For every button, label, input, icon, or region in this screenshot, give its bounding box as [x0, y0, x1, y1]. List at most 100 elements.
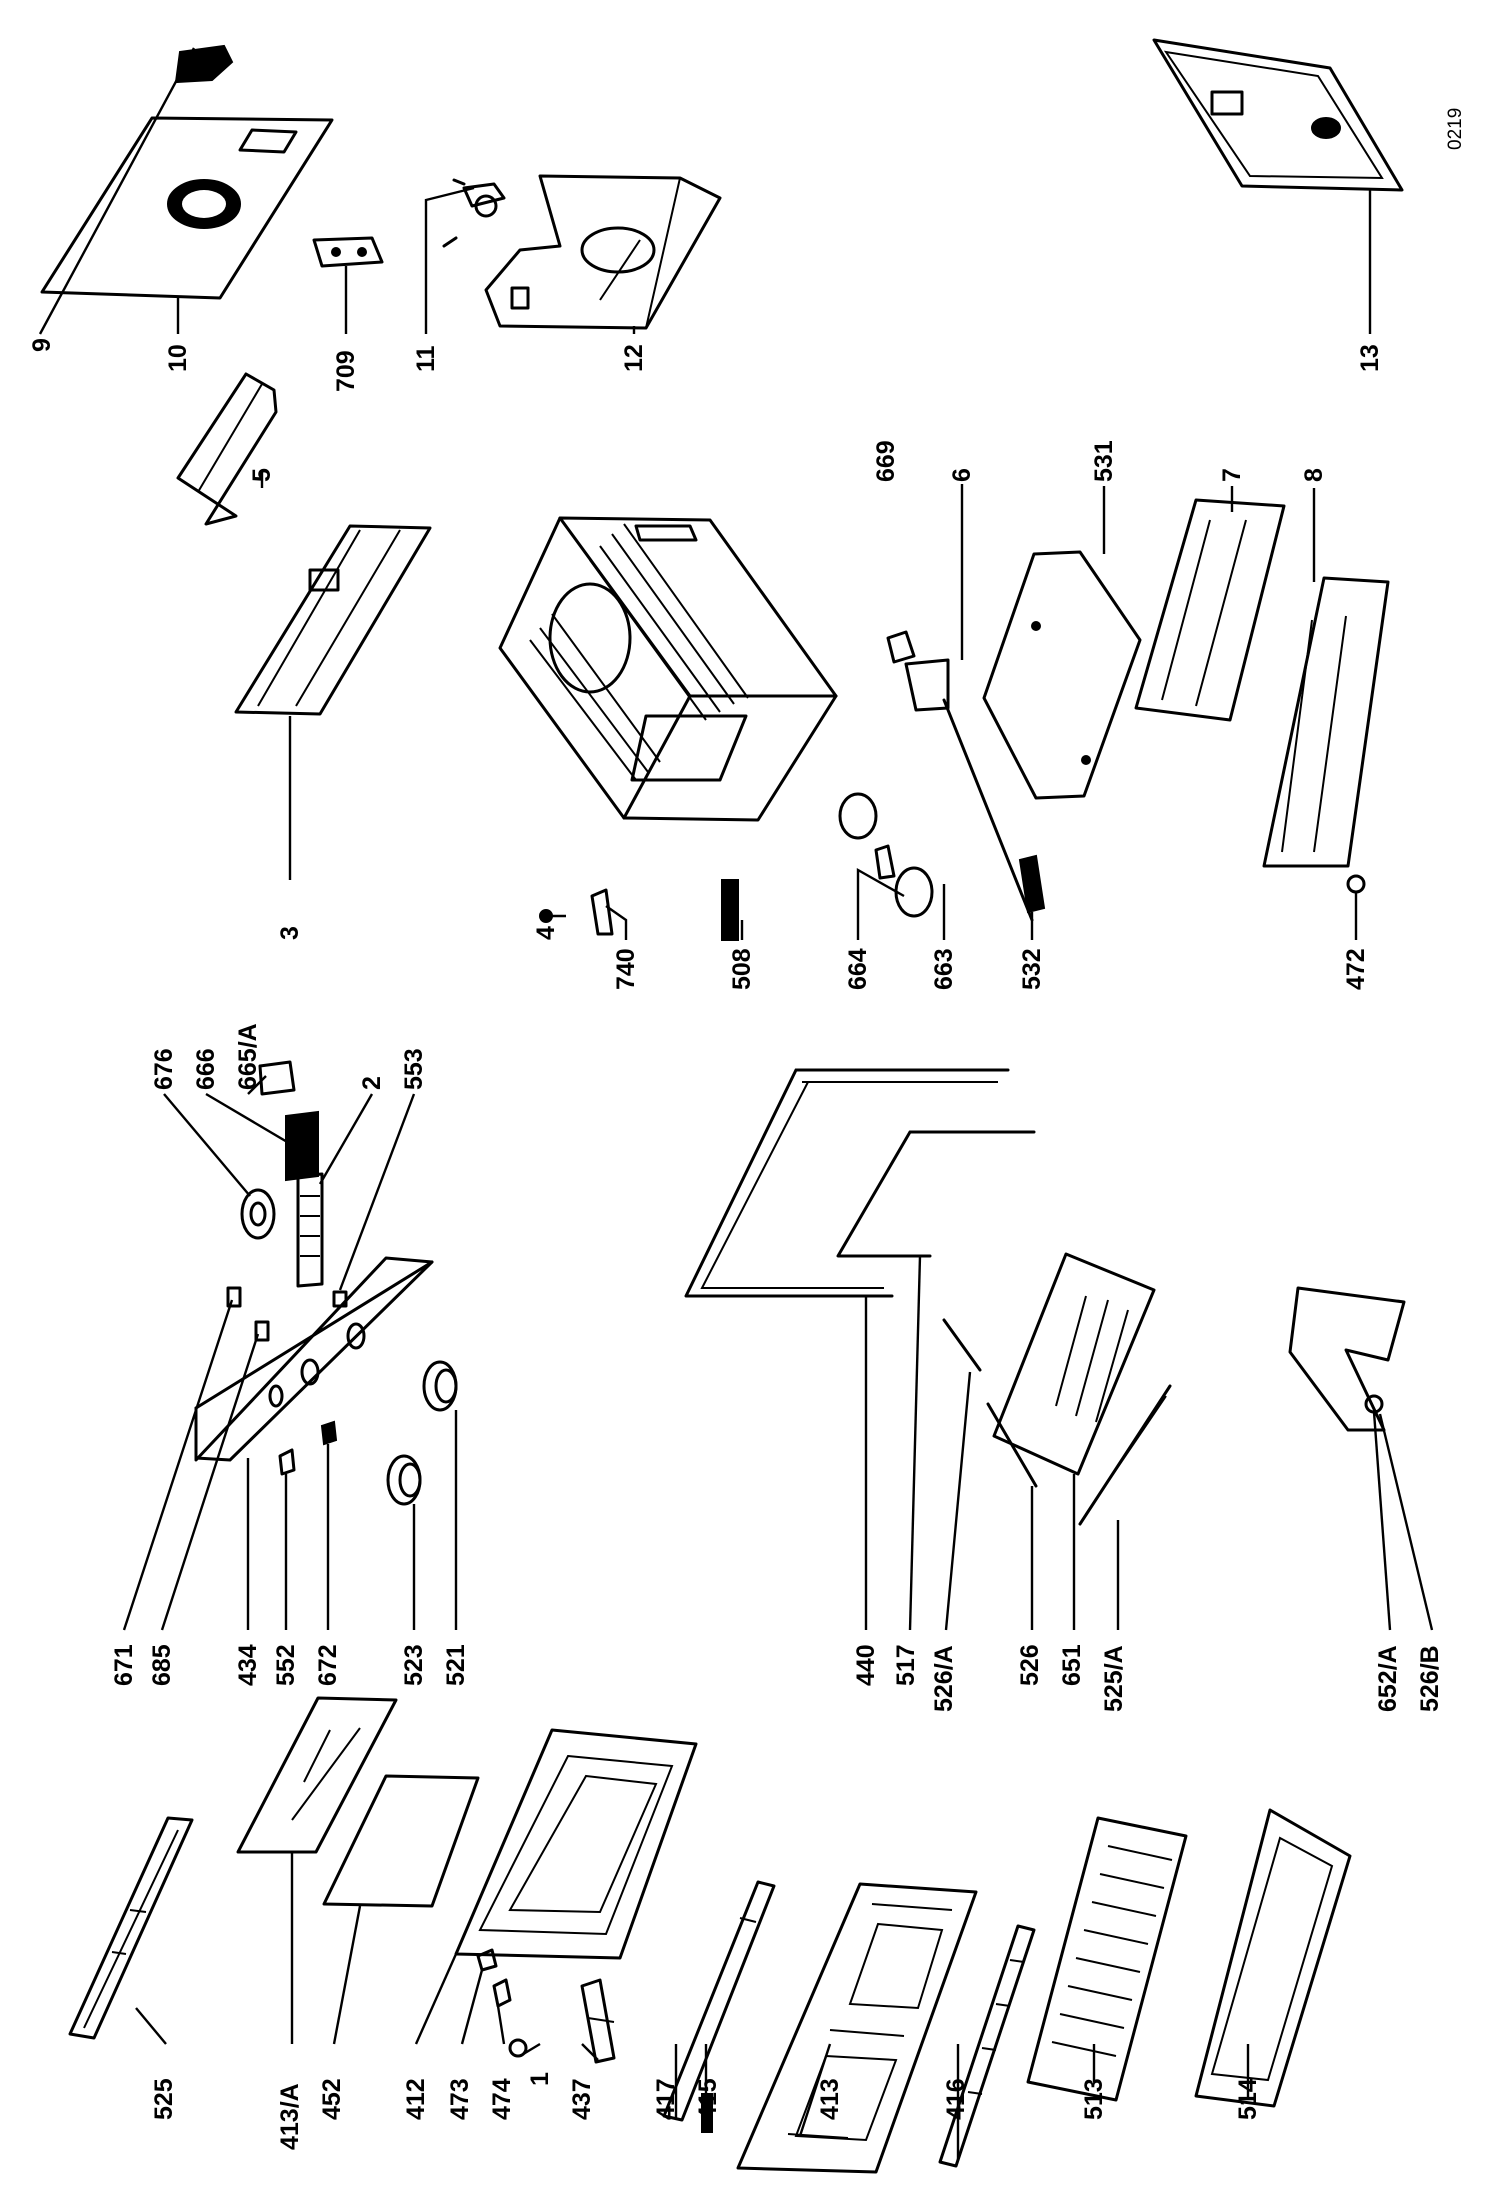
- part-452-glass: [324, 1776, 478, 1906]
- label-526b: 526/B: [1416, 1645, 1444, 1712]
- label-10: 10: [164, 344, 192, 372]
- part-669-switch: [888, 632, 914, 662]
- part-532-spit: [944, 700, 1044, 920]
- part-12-rear-housing: [486, 176, 720, 328]
- part-437-hinge: [582, 1980, 614, 2062]
- part-663-lamp: [876, 846, 894, 878]
- label-413a: 413/A: [276, 2083, 304, 2150]
- label-1: 1: [526, 2072, 554, 2086]
- label-6: 6: [948, 468, 976, 482]
- leader-lines: [40, 48, 1432, 2160]
- part-526-probe: [988, 1404, 1036, 1486]
- part-412-inner-door: [456, 1730, 696, 1958]
- part-521-knob: [424, 1362, 456, 1410]
- part-413a-glass: [238, 1698, 396, 1852]
- label-4: 4: [532, 926, 560, 940]
- label-472: 472: [1342, 948, 1370, 990]
- label-709: 709: [332, 350, 360, 392]
- part-416-rail: [940, 1926, 1034, 2166]
- part-531-roof-element: [984, 552, 1140, 798]
- part-652a-element: [1290, 1288, 1404, 1430]
- label-525: 525: [150, 2078, 178, 2120]
- part-514-drip-tray: [1196, 1810, 1350, 2106]
- part-6-bracket: [906, 660, 948, 710]
- part-415-spring: [702, 2094, 712, 2132]
- label-523: 523: [400, 1644, 428, 1686]
- label-413: 413: [816, 2078, 844, 2120]
- label-452: 452: [318, 2078, 346, 2120]
- label-8: 8: [1300, 468, 1328, 482]
- part-417-door-handle: [664, 1882, 774, 2120]
- oven-cavity: [500, 518, 836, 820]
- part-666-selector: [286, 1112, 318, 1180]
- part-473-screw: [478, 1950, 496, 1970]
- part-3-top-panel: [236, 526, 430, 714]
- part-526a-probe: [944, 1320, 980, 1370]
- label-434: 434: [234, 1644, 262, 1686]
- part-676-thermostat: [242, 1190, 274, 1238]
- label-517: 517: [892, 1644, 920, 1686]
- label-526: 526: [1016, 1644, 1044, 1686]
- part-1-screw: [510, 2040, 526, 2056]
- label-664: 664: [844, 948, 872, 990]
- drawing-code: 0219: [1445, 107, 1466, 150]
- label-473: 473: [446, 2078, 474, 2120]
- part-10-back-panel: [42, 118, 332, 298]
- part-525-handle: [70, 1818, 192, 2038]
- part-685-pilot: [256, 1322, 268, 1340]
- label-11: 11: [412, 345, 440, 372]
- label-5: 5: [248, 468, 276, 482]
- part-440-seal-frame: [686, 1070, 1008, 1296]
- part-553-lens: [334, 1292, 346, 1306]
- part-517-seal: [838, 1132, 1034, 1256]
- label-685: 685: [148, 1644, 176, 1686]
- label-412: 412: [402, 2078, 430, 2120]
- label-672: 672: [314, 1644, 342, 1686]
- label-552: 552: [272, 1644, 300, 1686]
- part-513-grid-shelf: [1028, 1818, 1186, 2100]
- label-521: 521: [442, 1644, 470, 1686]
- label-514: 514: [1234, 2078, 1262, 2120]
- part-672-spring: [322, 1422, 336, 1444]
- label-2: 2: [358, 1076, 386, 1090]
- label-663: 663: [930, 948, 958, 990]
- label-9: 9: [28, 338, 56, 352]
- label-417: 417: [652, 2078, 680, 2120]
- part-7-tray-panel: [1136, 500, 1284, 720]
- label-676: 676: [150, 1048, 178, 1090]
- label-13: 13: [1356, 344, 1384, 372]
- label-671: 671: [110, 1644, 138, 1686]
- part-413-outer-door: [738, 1884, 976, 2172]
- part-474-stop: [494, 1980, 510, 2006]
- part-5-top-channel: [178, 374, 276, 524]
- part-8-base-panel: [1264, 578, 1388, 866]
- label-740: 740: [612, 948, 640, 990]
- label-553: 553: [400, 1048, 428, 1090]
- part-525a-rail: [1080, 1386, 1170, 1524]
- label-474: 474: [488, 2078, 516, 2120]
- label-415: 415: [694, 2078, 722, 2120]
- label-532: 532: [1018, 948, 1046, 990]
- label-531: 531: [1090, 440, 1118, 482]
- label-652a: 652/A: [1374, 1645, 1402, 1712]
- label-665a: 665/A: [234, 1023, 262, 1090]
- label-3: 3: [276, 926, 304, 940]
- part-665a-switch: [260, 1062, 294, 1094]
- label-525a: 525/A: [1100, 1645, 1128, 1712]
- part-13-side-panel: [1154, 40, 1402, 190]
- label-437: 437: [568, 2078, 596, 2120]
- label-669: 669: [872, 440, 900, 482]
- part-709-bracket: [314, 238, 382, 266]
- part-651-grill-element: [994, 1254, 1154, 1474]
- part-523-knob: [388, 1456, 420, 1504]
- label-651: 651: [1058, 1644, 1086, 1686]
- label-666: 666: [192, 1048, 220, 1090]
- part-2-indicator-strip: [298, 1174, 322, 1286]
- label-7: 7: [1218, 468, 1246, 482]
- label-416: 416: [942, 2078, 970, 2120]
- part-552-clip: [280, 1450, 294, 1474]
- part-472-grommet: [1348, 876, 1364, 892]
- part-508-hinge: [722, 880, 738, 940]
